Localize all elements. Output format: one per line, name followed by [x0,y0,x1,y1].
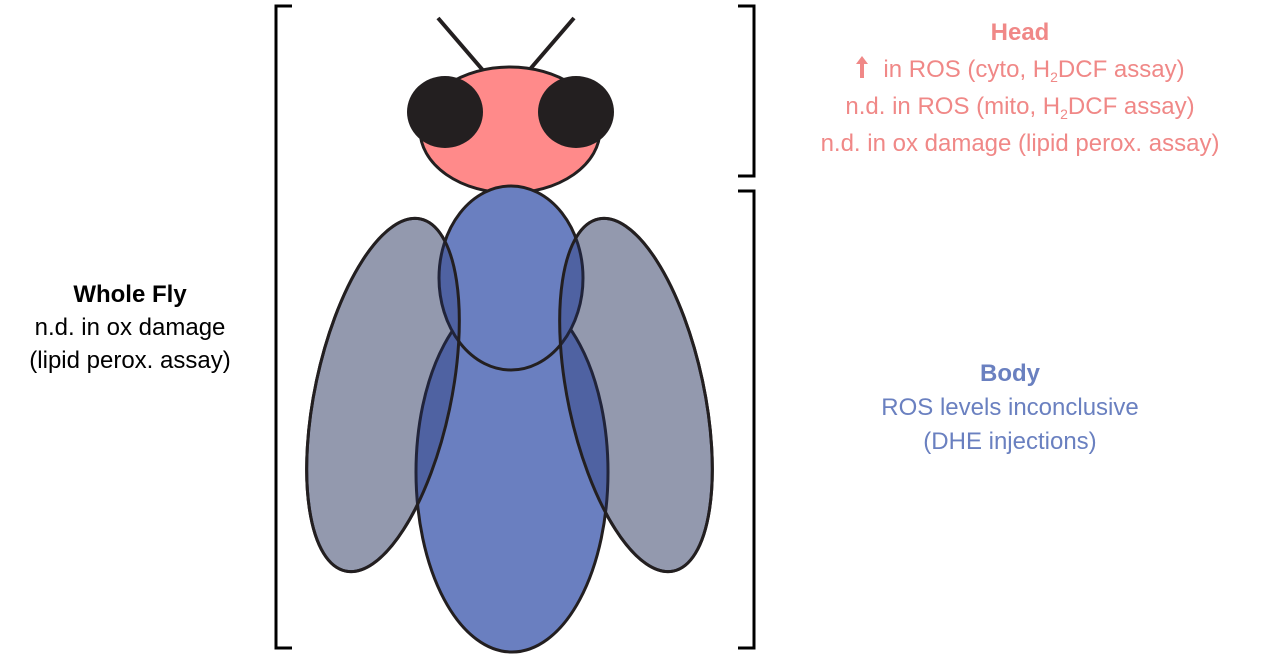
body-line2: (DHE injections) [770,425,1250,459]
eye-left-icon [407,76,483,148]
whole-fly-bracket [276,6,292,648]
head-label: Head in ROS (cyto, H2DCF assay) n.d. in … [770,14,1270,162]
head-line2: n.d. in ROS (mito, H2DCF assay) [770,88,1270,125]
eye-right-icon [538,76,614,148]
head-title: Head [770,14,1270,51]
body-title: Body [770,357,1250,391]
head-line3: n.d. in ox damage (lipid perox. assay) [770,125,1270,162]
head-bracket [738,6,754,176]
antenna-right [525,18,574,75]
head-line1: in ROS (cyto, H2DCF assay) [770,51,1270,88]
body-label: Body ROS levels inconclusive (DHE inject… [770,357,1250,459]
whole-fly-line1: n.d. in ox damage [0,311,260,344]
whole-fly-title: Whole Fly [0,278,260,311]
whole-fly-label: Whole Fly n.d. in ox damage (lipid perox… [0,278,260,377]
antenna-left [438,18,487,75]
body-bracket [738,191,754,648]
whole-fly-line2: (lipid perox. assay) [0,344,260,377]
up-arrow-icon [855,55,869,79]
body-line1: ROS levels inconclusive [770,391,1250,425]
